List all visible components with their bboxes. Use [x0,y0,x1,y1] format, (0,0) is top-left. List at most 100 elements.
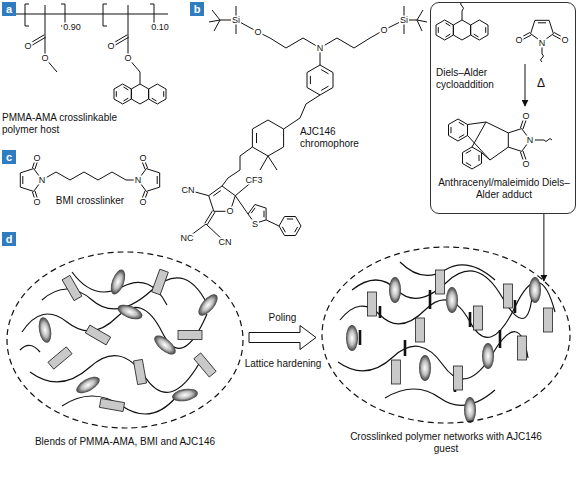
bond-line [282,227,285,232]
atom-label: O [514,36,523,45]
polymer-chain [22,307,207,348]
ring [114,84,131,104]
reaction-inset: Diels–Alder cycloadditionΔAnthracenyl/ma… [430,2,576,214]
atom-label: O [23,42,32,51]
chromophore-oval [446,287,458,313]
bond-line [438,27,439,33]
polymer-chain [385,389,495,405]
chromophore-oval [108,268,128,297]
bond-line [212,10,220,20]
crosslinker-block [436,270,445,294]
bond-line [451,127,452,133]
atom-label: O [253,28,262,37]
bond-line [417,20,422,31]
crosslinker-block [416,318,425,342]
bond-line [140,72,141,84]
bond-line [264,211,265,218]
bond-line [207,212,215,225]
bond-line [235,196,248,214]
atom-label: N [316,44,325,53]
bond-line [490,147,508,160]
atom-label: O [138,198,147,207]
atom-label: O [123,54,132,63]
crosslinker-block [392,360,401,384]
polymer-chain [62,396,177,414]
crosslink [514,300,517,313]
bond-line [321,86,328,90]
panel-letter-text: c [6,151,12,163]
panel-letter-text: a [6,3,12,15]
bond-line [466,163,471,166]
crosslinker-block [178,331,202,340]
edge-label: Poling [268,313,298,323]
panel-letter: b [190,2,204,16]
bond-line [459,122,464,125]
atom-label: N [134,176,143,185]
ring [131,84,148,104]
caption-label: Lattice hardening [244,359,323,369]
bond-line [310,76,311,84]
crosslinker-block [48,347,72,369]
substituent-line [461,2,464,20]
bond-line [213,191,221,196]
blend-region: Blends of PMMA-AMA, BMI and AJC146 [5,250,245,450]
bond-line [268,156,277,170]
atom-label: O [138,154,147,163]
bond-line [320,20,404,48]
atom-label: O [560,36,569,45]
polymer-chain [340,282,555,337]
atom-label: 0.90 [62,23,82,32]
bond-line [468,122,487,125]
ellipse-outline [7,252,243,428]
bond-line [446,23,451,26]
network-group [20,262,555,414]
atom-label: O [521,112,530,121]
bracket [103,4,107,26]
crosslinker-block [454,366,463,390]
atom-label: Si [399,16,409,25]
bond-line [45,5,46,14]
atom-label: Si [231,16,241,25]
bond-line [256,133,257,143]
reaction-arrow [525,64,526,106]
atom-label: N [538,39,547,48]
bond-line [260,156,268,170]
ring [436,20,453,40]
atom-label: O [225,207,234,216]
crosslinker-block [504,284,513,308]
ring [453,20,470,40]
panel-letter: a [2,2,16,16]
atom-label: O [379,26,388,35]
crosslinker-block [368,292,377,316]
dashed-ellipse [320,245,572,425]
bond-line [287,219,293,220]
crosslinker-block [474,306,483,330]
crosslink [429,290,432,309]
bond-line [209,20,220,22]
bond-line [116,91,117,97]
crosslinker-block [62,275,82,300]
dashed-ellipse [5,250,245,430]
chromophore-oval [151,332,179,358]
polymer-chain [352,271,532,319]
chromophore-oval [389,277,401,303]
atom-label: CN [218,238,233,247]
bond-line [42,172,138,180]
chromophore-oval [37,316,53,344]
ring [449,119,468,141]
blend-region: Crosslinked polymer networks with AJC146… [320,245,572,456]
inset-caption: Diels–Alder cycloaddition [436,67,516,90]
ring [471,20,488,40]
inset-caption: Anthracenyl/maleimido Diels–Alder adduct [434,177,574,200]
bond-line [479,155,480,161]
bond-line [321,70,328,74]
crosslink [499,330,502,348]
atom-label: N [38,176,47,185]
crosslinker-block [152,269,169,295]
bond-line [124,98,129,101]
atom-label: NC [180,234,195,243]
crosslinker-block [518,336,527,360]
bond-line [459,135,464,138]
chromophore-oval [74,373,103,396]
